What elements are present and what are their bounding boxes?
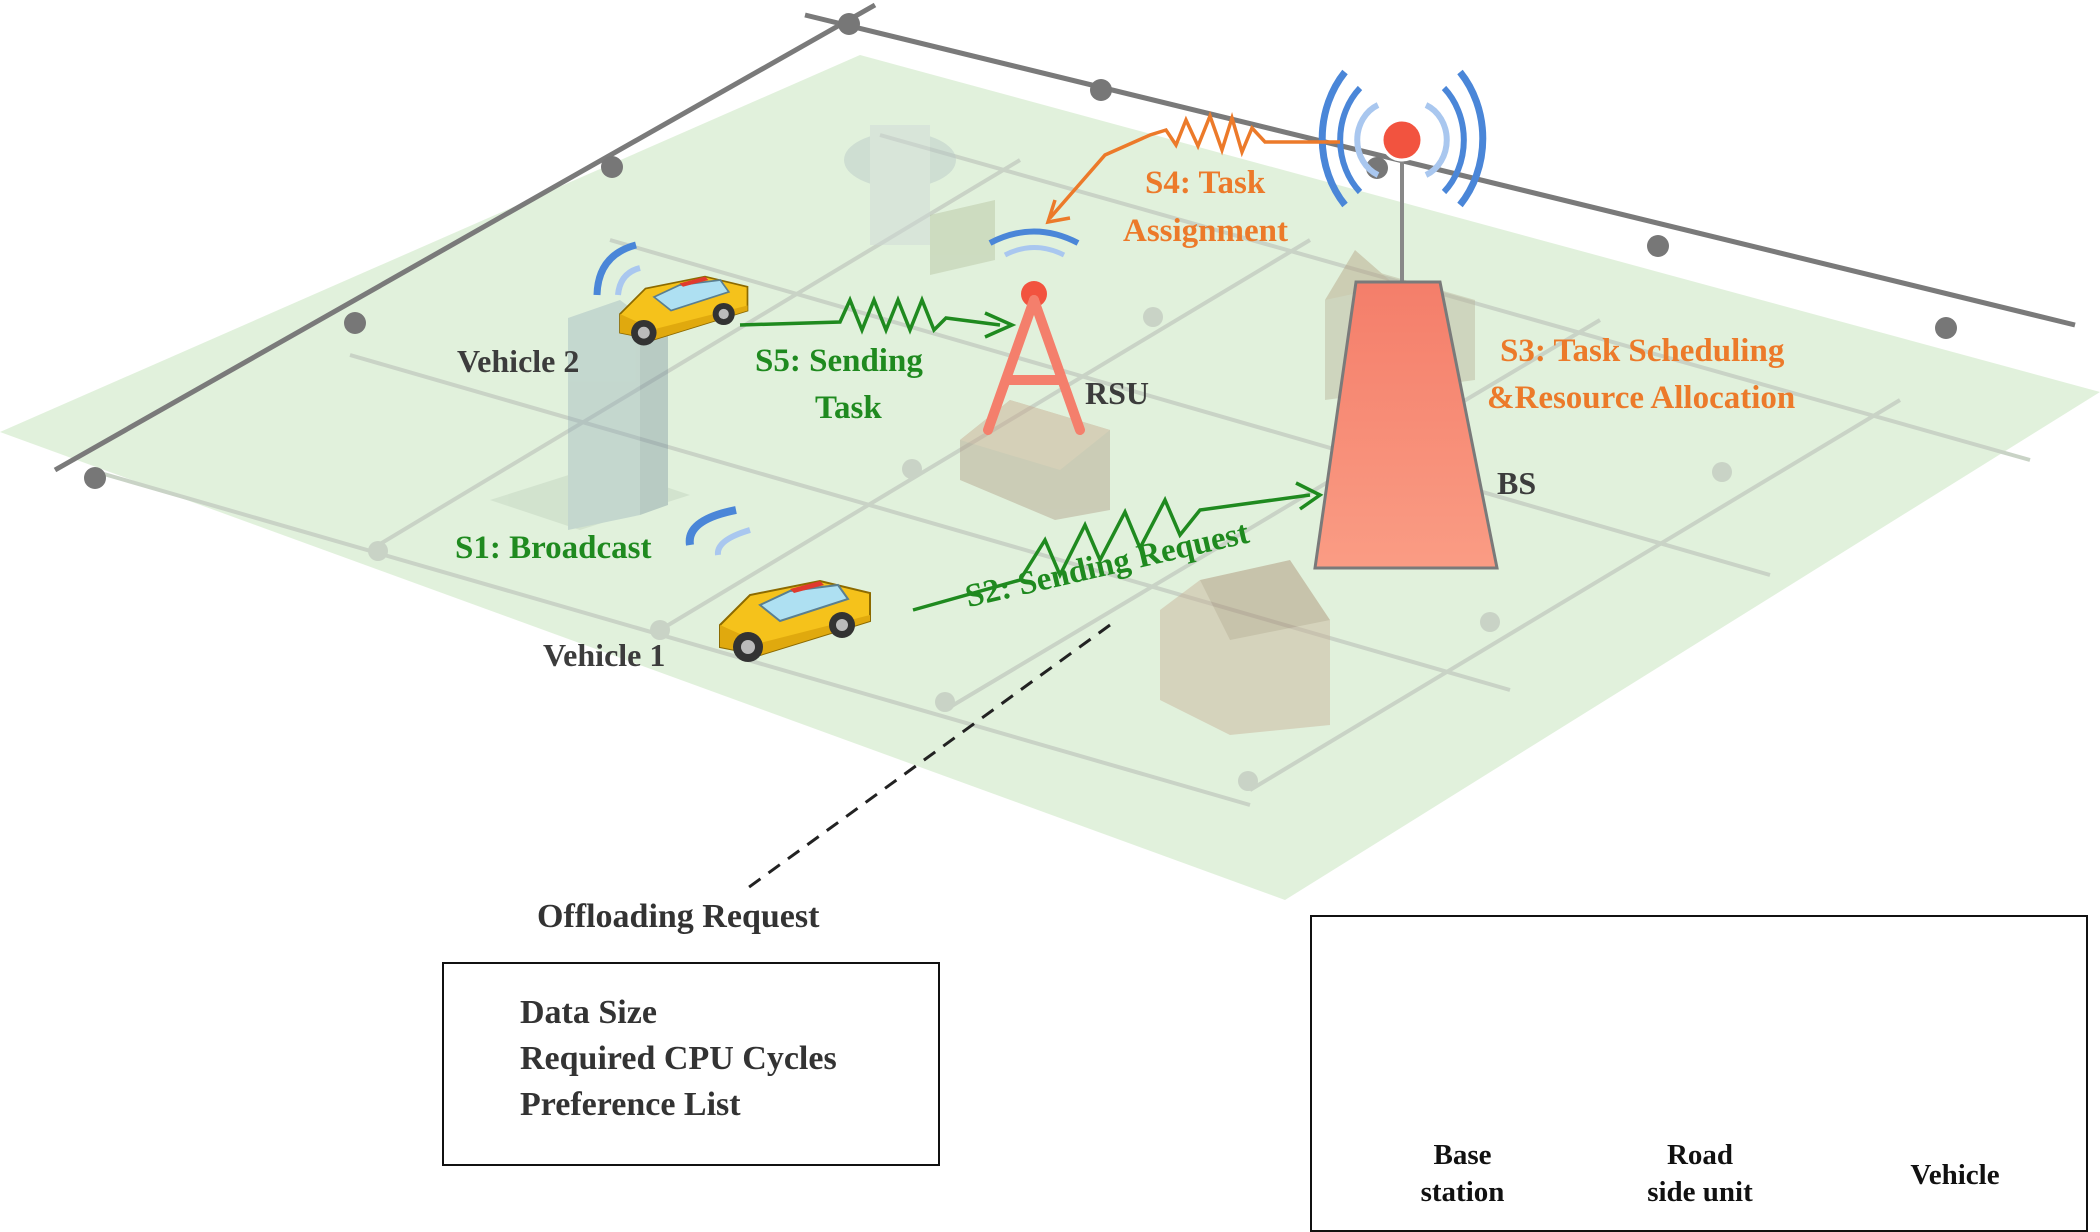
- rsu-signal-icon: [1003, 245, 1066, 258]
- request-item-data-size: Data Size: [520, 994, 657, 1031]
- legend-base-station-label: Base station: [1420, 1139, 1505, 1208]
- ground-plane: [0, 55, 2100, 900]
- vehicle-2-label: Vehicle 2: [457, 343, 580, 379]
- vehicle-1-label: Vehicle 1: [543, 637, 666, 673]
- building-tower: [490, 300, 690, 530]
- request-item-preference-list: Preference List: [520, 1086, 741, 1123]
- offloading-request-box: Data Size Required CPU Cycles Preference…: [442, 962, 940, 1166]
- s1-label: S1: Broadcast: [455, 530, 652, 566]
- base-station-signal-icon: [1354, 102, 1450, 178]
- vehicle-2: [593, 241, 749, 347]
- rsu-label: RSU: [1085, 375, 1150, 411]
- offloading-request-title: Offloading Request: [537, 898, 820, 935]
- legend-vehicle-label: Vehicle: [1910, 1159, 2000, 1191]
- legend-box: [1310, 915, 2088, 1232]
- s5-link: [739, 295, 1017, 339]
- street-grid: [89, 133, 2031, 807]
- base-station-beacon: [1380, 118, 1424, 162]
- s3-label-line2: &Resource Allocation: [1487, 380, 1796, 416]
- s2-link: [912, 481, 1324, 612]
- highway-nodes: [84, 13, 1957, 489]
- request-callout-line: [744, 623, 1111, 892]
- s5-label-line2: Task: [815, 390, 882, 426]
- vehicle-2-signal-icon: [593, 241, 638, 296]
- legend-rsu-label: Road side unit: [1647, 1139, 1753, 1208]
- highway: [53, 2, 2076, 473]
- s5-label-line1: S5: Sending: [755, 343, 923, 379]
- vehicle-1: [685, 506, 871, 663]
- building-round: [844, 125, 995, 275]
- building-apartment: [1160, 560, 1330, 735]
- vehicle-1-signal-icon: [685, 506, 737, 546]
- s3-label-line1: S3: Task Scheduling: [1500, 333, 1785, 369]
- rsu-tower: [983, 228, 1085, 435]
- street-grid-nodes: [368, 307, 1732, 791]
- request-item-cpu-cycles: Required CPU Cycles: [520, 1040, 837, 1077]
- base-station: [1313, 69, 1499, 570]
- s4-label-line1: S4: Task: [1145, 165, 1266, 201]
- s4-link: [1045, 111, 1340, 225]
- bs-label: BS: [1497, 465, 1537, 501]
- s4-label-line2: Assignment: [1123, 213, 1289, 249]
